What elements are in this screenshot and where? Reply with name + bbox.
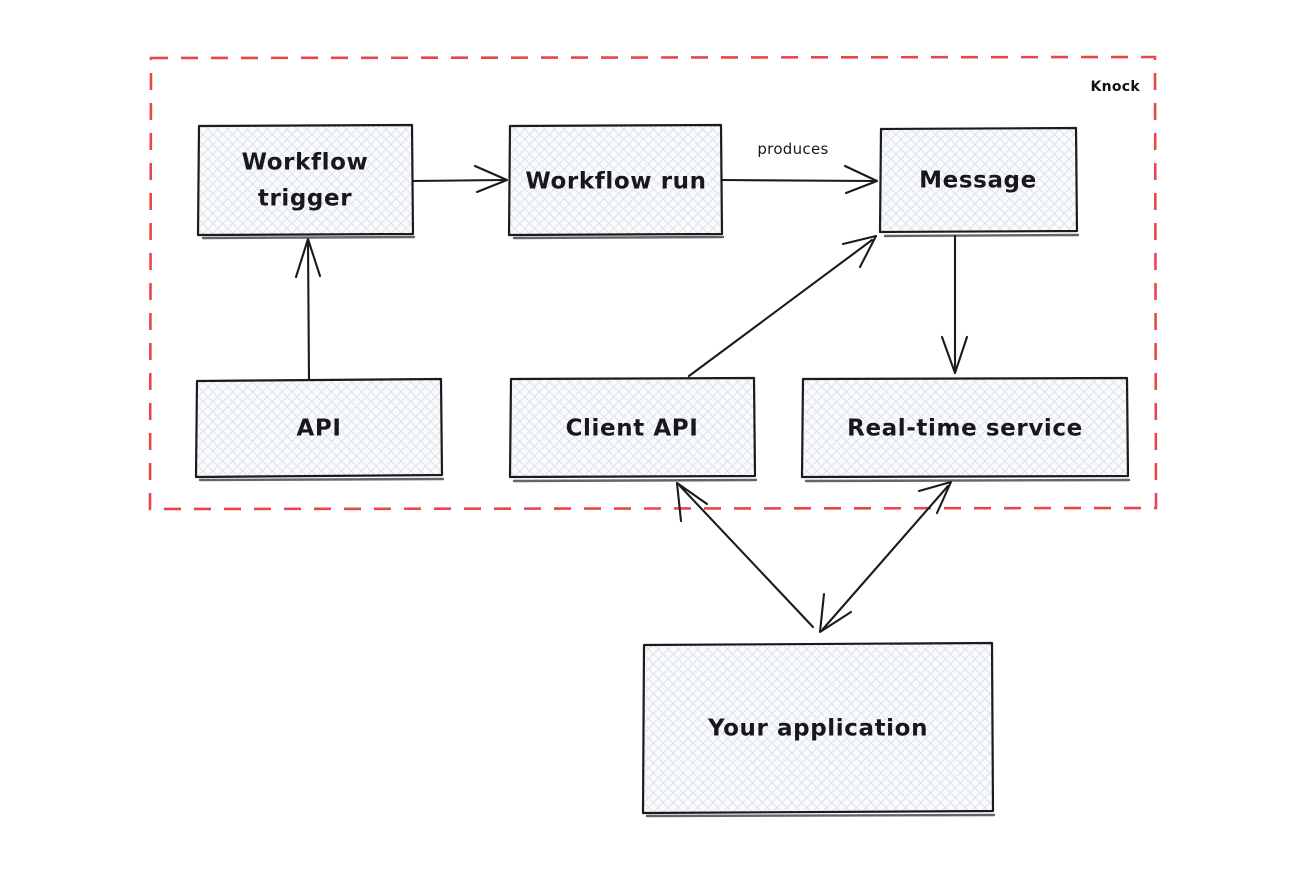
edge-api-to-trigger [294,237,322,381]
node-message[interactable]: Message [878,126,1080,238]
knock-zone-border [148,55,1158,511]
node-label-workflow-trigger-line2: trigger [258,186,352,212]
edge-trigger-to-run [411,164,509,194]
knock-zone-label: Knock [1090,79,1140,95]
node-label-your-application: Your application [707,716,928,742]
node-label-api: API [296,416,341,442]
nodes-layer: Workflow trigger Workflow run Message AP… [194,123,1131,818]
edge-client-api-to-message [687,234,878,378]
edge-run-to-message: produces [720,140,879,195]
node-client-api[interactable]: Client API [508,376,758,483]
edge-label-produces: produces [757,140,828,158]
edge-message-to-real-time-service [940,234,969,375]
node-api[interactable]: API [194,377,445,482]
node-your-application[interactable]: Your application [641,641,996,818]
knock-zone: Knock [148,55,1158,511]
node-label-message: Message [919,168,1037,194]
node-workflow-trigger[interactable]: Workflow trigger [196,123,416,240]
node-label-workflow-run: Workflow run [525,169,706,195]
node-label-workflow-trigger-line1: Workflow [242,150,369,176]
node-real-time-service[interactable]: Real-time service [800,376,1131,483]
edges-layer: produces [294,140,969,634]
node-label-real-time-service: Real-time service [847,416,1083,442]
edge-real-time-service-to-application [818,480,953,634]
node-label-client-api: Client API [566,416,699,442]
edge-application-to-client-api [675,481,815,629]
node-workflow-run[interactable]: Workflow run [507,123,725,240]
